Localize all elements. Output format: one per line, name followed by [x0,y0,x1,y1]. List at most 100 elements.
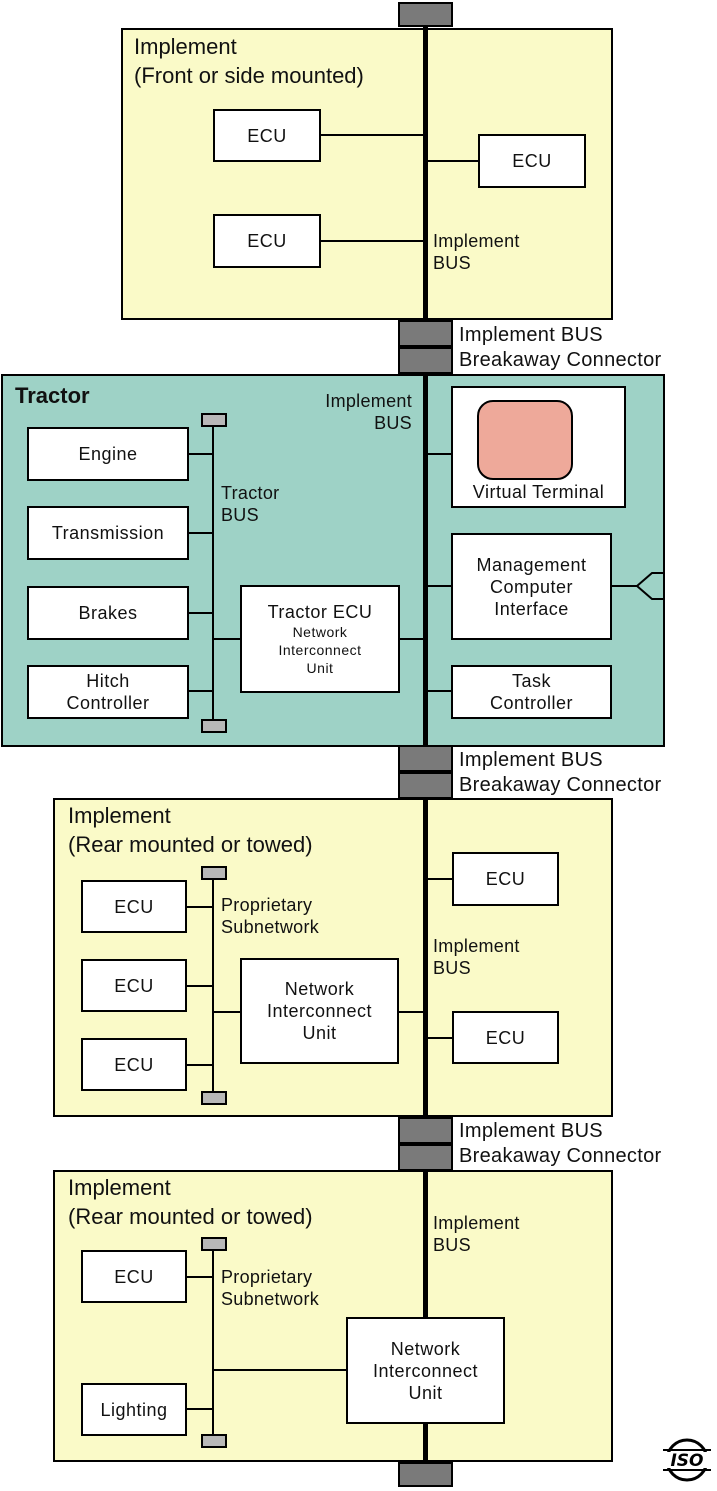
virtual-terminal-label: Virtual Terminal [472,482,605,502]
rear1-ecu-2: ECU [81,959,187,1012]
ecu-label: ECU [247,125,287,146]
connector-line [186,985,213,987]
rear1-network-interconnect-unit: Network Interconnect Unit [240,958,399,1064]
ecu-label: ECU [247,231,287,251]
connector-line [186,906,213,908]
task-controller-box: Task Controller [451,665,612,719]
tractor-bus-label: Tractor BUS [221,483,280,525]
rear-implement-1-title: Implement (Rear mounted or towed) [68,803,313,857]
connector-line [186,1064,213,1066]
ecu-label: ECU [512,151,552,171]
rear-implement-2-title: Implement (Rear mounted or towed) [68,1175,313,1229]
front-ecu-3: ECU [213,214,321,268]
subnetwork-terminator [201,1434,227,1448]
breakaway-connector-1-label: Implement BUS Breakaway Connector [459,324,662,371]
rear1-subnetwork-label: Proprietary Subnetwork [221,895,320,937]
niu-label: Network Interconnect Unit [266,979,373,1043]
hitch-controller-box: Hitch Controller [27,665,189,719]
hitch-controller-label: Hitch Controller [66,671,150,713]
rear1-implement-bus-label: Implement BUS [433,936,520,978]
breakaway-connector-3-label: Implement BUS Breakaway Connector [459,1120,662,1167]
connector-line [320,134,425,136]
rear1-ecu-5: ECU [452,1011,559,1064]
breakaway-connector-1-upper [398,320,453,347]
rear1-ecu-1: ECU [81,880,187,933]
connector-line [188,690,213,692]
tractor-ecu-label: Tractor ECU [267,602,373,622]
breakaway-connector-3-lower [398,1144,453,1171]
connector-line [398,1011,425,1013]
engine-box: Engine [27,427,189,481]
front-ecu-1: ECU [213,109,321,162]
implement-bus-segment [423,798,428,1118]
rear1-ecu-4: ECU [452,852,559,906]
subnetwork-terminator [201,1091,227,1105]
front-implement-bus-label: Implement BUS [433,231,520,273]
rear2-network-interconnect-unit: Network Interconnect Unit [346,1317,505,1424]
tractor-bus-terminator [201,719,227,733]
implement-bus-terminator [398,1462,453,1487]
connector-line [213,638,241,640]
virtual-terminal-screen [477,400,573,480]
front-ecu-2: ECU [478,134,586,188]
connector-line [186,1408,213,1410]
ecu-label: ECU [114,975,154,996]
breakaway-connector-2-label: Implement BUS Breakaway Connector [459,749,662,796]
tractor-title: Tractor [15,383,90,408]
implement-bus-segment [423,374,428,746]
subnetwork-terminator [201,866,227,880]
breakaway-connector-2-lower [398,772,453,799]
connector-line [428,160,480,162]
lighting-label: Lighting [100,1399,168,1420]
connector-line [186,1276,213,1278]
iso-logo: ISO [663,1438,711,1482]
connector-line [428,1037,453,1039]
ecu-label: ECU [114,896,154,917]
ecu-label: ECU [485,1027,526,1048]
connector-line [188,612,213,614]
connector-line [611,585,637,587]
rear2-ecu-1: ECU [81,1250,187,1303]
proprietary-subnetwork-line [212,1250,214,1436]
transmission-box: Transmission [27,506,189,560]
breakaway-connector-2-upper [398,745,453,772]
ecu-label: ECU [114,1054,154,1075]
tractor-ecu-box: Tractor ECU Network Interconnect Unit [240,585,400,693]
rear2-subnetwork-label: Proprietary Subnetwork [221,1267,320,1309]
engine-label: Engine [78,444,138,464]
connector-line [428,453,453,455]
brakes-label: Brakes [78,603,138,623]
front-implement-title: Implement (Front or side mounted) [134,34,364,88]
ecu-label: ECU [114,1266,154,1287]
tractor-bus-terminator [201,413,227,427]
task-controller-label: Task Controller [489,671,574,713]
connector-line [213,1011,241,1013]
implement-bus-segment [423,26,428,320]
implement-bus-segment [423,1423,428,1463]
connector-line [428,690,453,692]
subnetwork-terminator [201,1237,227,1251]
transmission-label: Transmission [51,523,165,543]
connector-line [188,532,213,534]
connector-line [399,638,425,640]
breakaway-connector-1-lower [398,347,453,374]
tractor-ecu-sublabel: Network Interconnect Unit [278,624,362,676]
connector-line [428,585,453,587]
rear1-ecu-3: ECU [81,1038,187,1091]
rear2-implement-bus-label: Implement BUS [433,1213,520,1255]
connector-line [428,878,453,880]
proprietary-subnetwork-line [212,879,214,1097]
implement-bus-terminator [398,2,453,27]
management-computer-interface-label: Management Computer Interface [476,554,587,619]
breakaway-connector-3-upper [398,1117,453,1144]
brakes-box: Brakes [27,586,189,640]
connector-line [188,453,213,455]
connector-line [213,1369,347,1371]
niu-label: Network Interconnect Unit [372,1338,479,1403]
connector-line [320,240,425,242]
tractor-bus-line [212,426,214,720]
ecu-label: ECU [485,869,526,889]
management-computer-interface-box: Management Computer Interface [451,533,612,640]
implement-bus-segment [423,1170,428,1318]
